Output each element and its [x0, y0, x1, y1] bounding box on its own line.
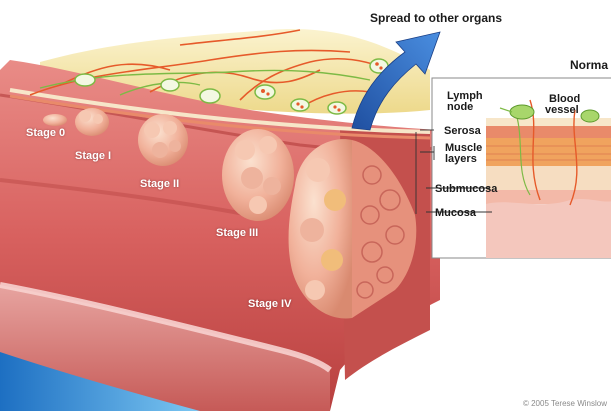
tumor-stage-2	[138, 114, 188, 166]
tumor-stage-3	[222, 129, 294, 221]
lymph-node-label-line2: node	[447, 101, 473, 113]
tumor-stage-0	[43, 114, 67, 126]
inset-title: Norma	[570, 59, 608, 71]
stage-1-label: Stage I	[75, 150, 111, 162]
stage-0-label: Stage 0	[26, 127, 65, 139]
inset-blood-vessel	[581, 110, 599, 122]
serosa-label: Serosa	[444, 125, 481, 137]
submucosa-label: Submucosa	[435, 183, 497, 195]
copyright-credit: © 2005 Terese Winslow	[523, 399, 607, 408]
blood-vessel-label-line2: vessel	[545, 104, 579, 116]
spread-label: Spread to other organs	[370, 12, 502, 24]
tumor-stage-1	[75, 108, 109, 136]
stage-2-label: Stage II	[140, 178, 179, 190]
stage-3-label: Stage III	[216, 227, 258, 239]
inset-tissue-layers	[486, 100, 611, 258]
muscle-layers-label-line2: layers	[445, 153, 477, 165]
mucosa-label: Mucosa	[435, 207, 476, 219]
stage-4-label: Stage IV	[248, 298, 291, 310]
